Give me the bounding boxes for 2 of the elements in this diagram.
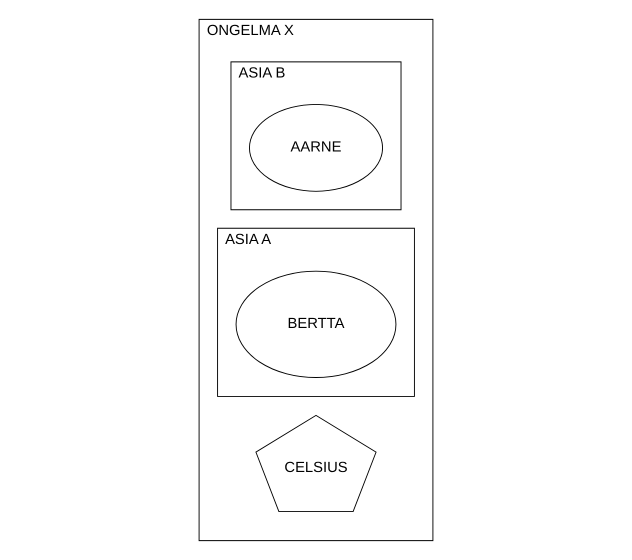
- node-ellipse: BERTTA: [236, 270, 396, 378]
- node-ellipse: AARNE: [249, 104, 383, 192]
